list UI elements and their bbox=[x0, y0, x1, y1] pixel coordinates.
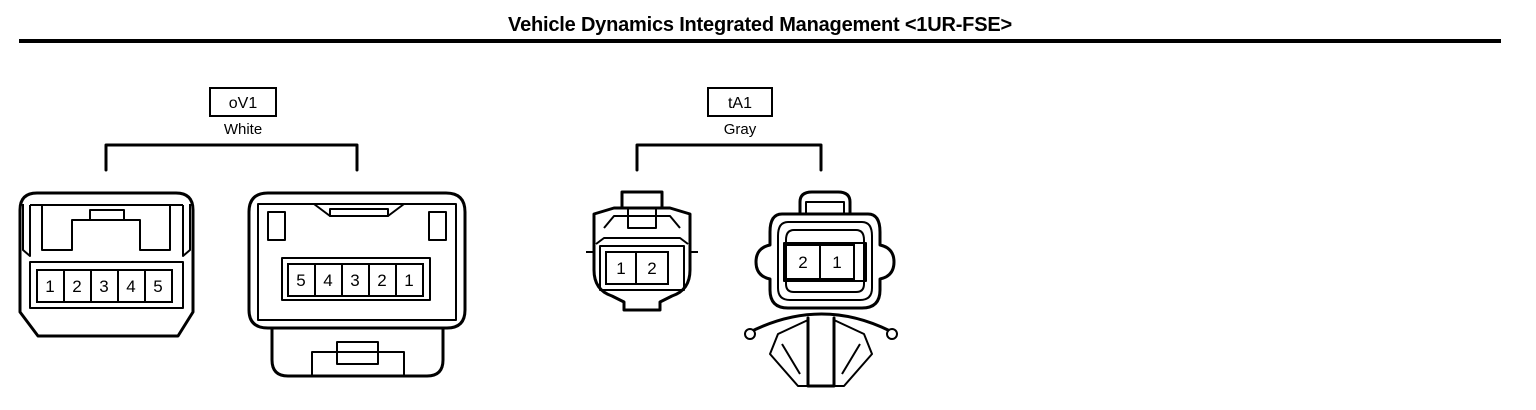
title-divider bbox=[19, 39, 1501, 43]
pin-number: 5 bbox=[296, 271, 305, 290]
pin-number: 3 bbox=[99, 277, 108, 296]
pin-cell bbox=[395, 263, 424, 297]
pin-number: 1 bbox=[832, 253, 841, 272]
connector-ov1: oV1 White 1 2 3 4 5 bbox=[18, 87, 467, 378]
pin-row-left: 1 2 3 4 5 bbox=[36, 269, 173, 303]
pin-number: 1 bbox=[404, 271, 413, 290]
connector-ta1: tA1 Gray 1 2 2 bbox=[586, 87, 898, 388]
pin-cell bbox=[785, 244, 821, 280]
pin-cell bbox=[819, 244, 855, 280]
pin-number: 5 bbox=[153, 277, 162, 296]
connector-code-box bbox=[707, 87, 773, 117]
pin-cell bbox=[90, 269, 119, 303]
pin-number: 2 bbox=[798, 253, 807, 272]
page-title: Vehicle Dynamics Integrated Management <… bbox=[508, 14, 1012, 36]
pin-row-left: 1 2 bbox=[605, 251, 669, 285]
pin-cell bbox=[287, 263, 316, 297]
pin-cell bbox=[368, 263, 397, 297]
pin-row-right: 2 1 bbox=[785, 244, 855, 280]
pin-cell bbox=[635, 251, 669, 285]
connector-body-left bbox=[18, 191, 195, 338]
connector-bracket bbox=[104, 143, 359, 172]
connector-code-label: oV1 bbox=[229, 95, 258, 112]
pin-cell bbox=[63, 269, 92, 303]
pin-cell bbox=[341, 263, 370, 297]
connector-code-label: tA1 bbox=[728, 95, 752, 112]
pin-number: 4 bbox=[126, 277, 135, 296]
pin-row-right: 5 4 3 2 1 bbox=[287, 263, 424, 297]
connector-bracket bbox=[635, 143, 823, 172]
pin-cell bbox=[144, 269, 173, 303]
connector-body-left bbox=[586, 190, 698, 312]
connector-code-box bbox=[209, 87, 277, 117]
connector-color-label: Gray bbox=[724, 121, 757, 138]
pin-number: 4 bbox=[323, 271, 332, 290]
pin-number: 2 bbox=[647, 259, 656, 278]
pin-number: 2 bbox=[377, 271, 386, 290]
pin-number: 2 bbox=[72, 277, 81, 296]
pin-number: 1 bbox=[45, 277, 54, 296]
pin-cell bbox=[314, 263, 343, 297]
connector-body-right bbox=[247, 191, 467, 378]
pin-number: 3 bbox=[350, 271, 359, 290]
locking-clip bbox=[744, 312, 898, 388]
pin-number: 1 bbox=[616, 259, 625, 278]
connector-color-label: White bbox=[224, 121, 262, 138]
connector-body-right bbox=[754, 190, 896, 310]
